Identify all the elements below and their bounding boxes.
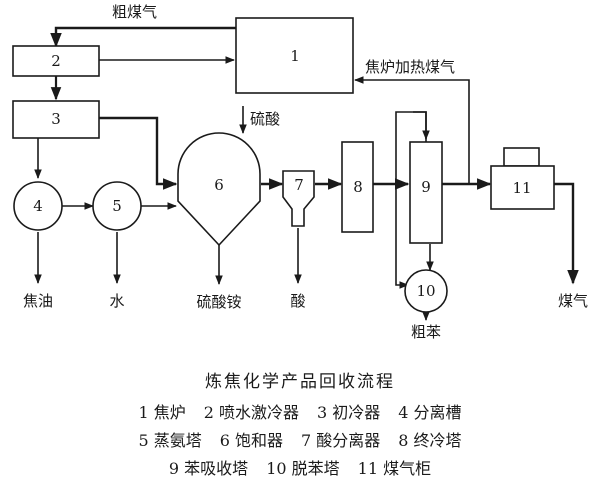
water-quencher-box (12, 45, 100, 77)
label-water: 水 (109, 292, 124, 310)
pipe-lean-oil-return (413, 111, 430, 140)
gasholder-box (490, 165, 555, 210)
label-raw-gas: 粗煤气 (112, 3, 157, 21)
label-crude-benzene: 粗苯 (411, 323, 441, 341)
node-label-benzene-absorber: 9 (421, 178, 431, 196)
pipe-coke-oven-to-quencher (50, 26, 236, 48)
label-gas: 煤气 (558, 292, 588, 310)
node-label-gasholder: 11 (512, 179, 531, 197)
pipe-gas-outlet (554, 182, 579, 285)
pipe-heating-gas-return (354, 76, 470, 184)
label-coke-oven-heating-gas: 焦炉加热煤气 (365, 58, 455, 76)
pipe-cooler-to-saturator (99, 116, 178, 190)
diagram-caption-title: 炼焦化学产品回收流程 (205, 372, 395, 392)
legend-item: 6 饱和器 (219, 431, 283, 450)
legend-item: 2 喷水激冷器 (203, 403, 299, 422)
legend-item: 9 苯吸收塔 (168, 459, 249, 478)
node-label-separator: 4 (33, 197, 43, 215)
legend-item: 10 脱苯塔 (266, 459, 340, 478)
legend-line: 9 苯吸收塔 10 脱苯塔 11 煤气柜 (0, 455, 600, 479)
saturator-vessel (177, 132, 261, 247)
legend-item: 1 焦炉 (138, 403, 186, 422)
ammonia-still-circle (92, 181, 142, 231)
label-acid: 酸 (290, 292, 305, 310)
label-ammonium-sulfate: 硫酸铵 (196, 293, 241, 311)
coke-oven-box (235, 17, 354, 94)
node-label-acid-separator: 7 (294, 176, 304, 194)
node-label-primary-cooler: 3 (51, 110, 61, 128)
separator-circle (13, 181, 63, 231)
acid-separator-vessel (282, 170, 315, 227)
gasholder-top (503, 147, 540, 167)
legend-item: 4 分离槽 (398, 403, 462, 422)
node-label-water-quencher: 2 (51, 52, 61, 70)
benzene-absorber-tower (409, 141, 443, 244)
legend-item: 11 煤气柜 (357, 459, 432, 478)
benzene-stripper-circle (404, 269, 448, 313)
final-cooler-tower (341, 141, 374, 233)
node-label-saturator: 6 (214, 176, 224, 194)
legend-item: 5 蒸氨塔 (138, 431, 202, 450)
label-sulfuric-acid: 硫酸 (250, 110, 280, 128)
node-label-coke-oven: 1 (290, 47, 300, 65)
legend-item: 8 终冷塔 (398, 431, 462, 450)
primary-cooler-box (12, 100, 100, 139)
node-label-benzene-stripper: 10 (416, 282, 435, 300)
node-label-final-cooler: 8 (353, 178, 363, 196)
legend-line: 1 焦炉 2 喷水激冷器 3 初冷器 4 分离槽 (0, 399, 600, 423)
legend-item: 3 初冷器 (317, 403, 381, 422)
node-label-ammonia-still: 5 (112, 197, 122, 215)
label-tar: 焦油 (23, 292, 53, 310)
legend-item: 7 酸分离器 (301, 431, 381, 450)
legend-line: 5 蒸氨塔 6 饱和器 7 酸分离器 8 终冷塔 (0, 427, 600, 451)
